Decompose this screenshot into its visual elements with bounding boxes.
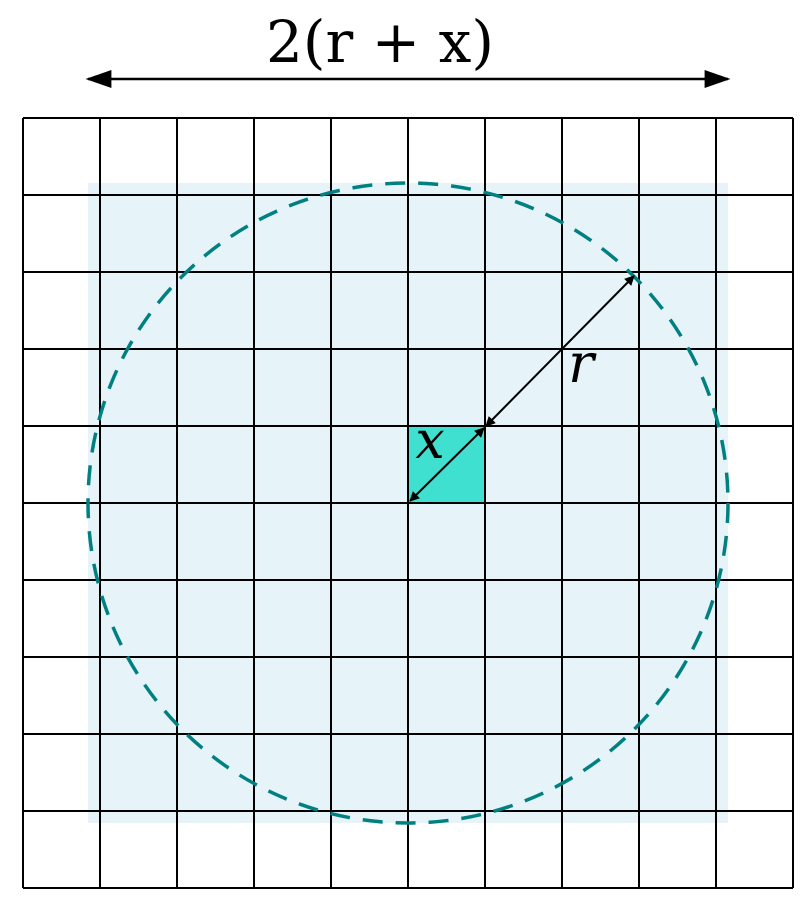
grid bbox=[22, 117, 794, 889]
cell-size-label: x bbox=[415, 411, 444, 471]
dashed-circle bbox=[86, 181, 730, 825]
radius-label: r bbox=[568, 332, 597, 395]
radius-arrow bbox=[485, 275, 635, 427]
width-label: 2(r + x) bbox=[266, 8, 494, 76]
cell-diagonal-arrow bbox=[409, 427, 485, 502]
